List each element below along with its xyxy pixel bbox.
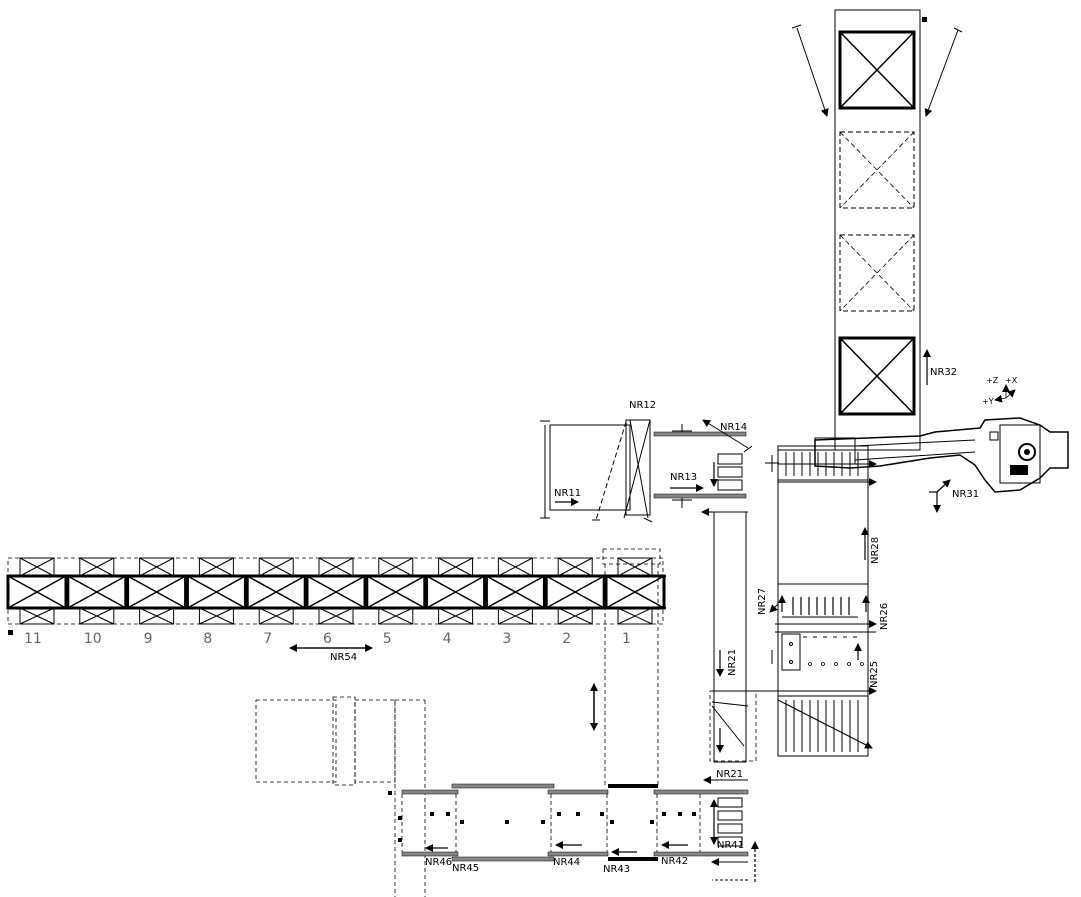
- axis-x: +X: [1005, 376, 1018, 385]
- label-nr46: NR46: [425, 857, 452, 868]
- buffer-position-11: [6, 557, 68, 625]
- buffer-position-8: [185, 557, 247, 625]
- position-number: 11: [24, 631, 42, 647]
- buffer-position-6: [305, 557, 367, 625]
- label-nr42: NR42: [661, 856, 688, 867]
- buffer-position-7: [245, 557, 307, 625]
- dashed-equipment-block: [255, 696, 426, 897]
- label-nr45: NR45: [452, 863, 479, 874]
- label-nr25: NR25: [869, 661, 880, 688]
- position-number: 8: [203, 631, 212, 647]
- label-nr32: NR32: [930, 367, 957, 378]
- buffer-position-9: [126, 557, 188, 625]
- position-number: 9: [144, 631, 153, 647]
- robot-cell: +Z +X +Y NR31: [814, 376, 1069, 513]
- buffer-position-2: [544, 557, 606, 625]
- buffer-conveyor: 11 10 9 8 7 6 5 4 3 2 1 NR54: [6, 548, 666, 785]
- position-number: 5: [383, 631, 392, 647]
- vertical-infeed-conveyor: NR32: [791, 9, 963, 451]
- pallet-slot-top: [838, 30, 916, 110]
- position-number: 10: [84, 631, 102, 647]
- nr11-nr14-stations: NR11 NR12 NR13 NR14: [540, 400, 753, 523]
- pallet-slot-bottom: [838, 336, 916, 416]
- buffer-position-10: [66, 557, 128, 625]
- label-nr28: NR28: [870, 537, 881, 564]
- buffer-position-3: [484, 557, 546, 625]
- label-nr43: NR43: [603, 864, 630, 875]
- nr21-conveyor: NR21 NR21: [701, 508, 757, 784]
- robot-axes: +Z +X +Y: [982, 376, 1018, 406]
- position-number: 1: [622, 631, 631, 647]
- label-nr14: NR14: [720, 422, 747, 433]
- axis-z: +Z: [986, 376, 999, 385]
- label-nr54: NR54: [330, 652, 357, 663]
- label-nr26: NR26: [879, 603, 890, 630]
- axis-y: +Y: [982, 397, 994, 406]
- position-number: 3: [502, 631, 511, 647]
- buffer-position-4: [425, 557, 487, 625]
- label-nr21-vertical: NR21: [727, 649, 738, 676]
- label-nr44: NR44: [553, 857, 580, 868]
- label-nr12: NR12: [629, 400, 656, 411]
- label-nr21-bottom: NR21: [716, 769, 743, 780]
- buffer-position-1: [604, 557, 666, 625]
- position-number: 4: [443, 631, 452, 647]
- center-conveyor-stack: NR28 NR27 NR26: [712, 445, 890, 757]
- label-nr11: NR11: [554, 488, 581, 499]
- pallet-slot-dashed-1: [839, 131, 915, 209]
- position-number: 6: [323, 631, 332, 647]
- buffer-position-5: [365, 557, 427, 625]
- pallet-slot-dashed-2: [839, 234, 915, 312]
- label-nr31: NR31: [952, 489, 979, 500]
- label-nr27: NR27: [757, 588, 768, 615]
- label-nr13: NR13: [670, 472, 697, 483]
- label-nr41: NR41: [717, 840, 744, 851]
- position-number: 2: [562, 631, 571, 647]
- position-number: 7: [263, 631, 272, 647]
- bottom-conveyor-line: NR41 NR42 NR43 NR44 NR45 NR46: [388, 783, 759, 882]
